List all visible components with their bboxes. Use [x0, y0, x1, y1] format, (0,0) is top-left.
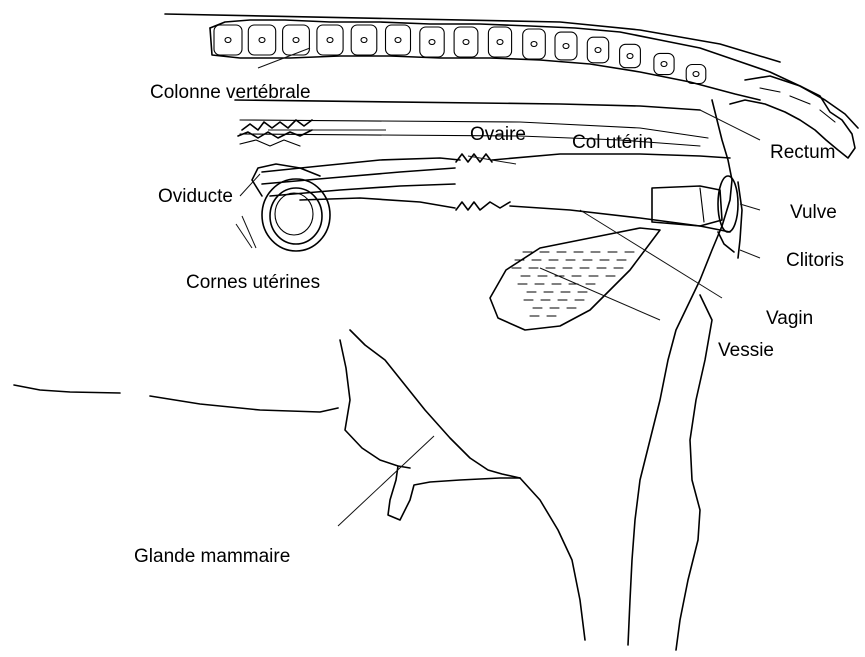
vertebra: [488, 27, 511, 57]
vertebra-canal: [531, 42, 537, 47]
vertebra: [283, 25, 310, 55]
vertebra: [420, 27, 444, 57]
vertebra-canal: [259, 38, 265, 43]
label-col-uterin: Col utérin: [572, 132, 653, 153]
vertebra-canal: [225, 38, 231, 43]
label-cornes-uterines: Cornes utérines: [186, 272, 320, 293]
vertebra: [248, 25, 275, 55]
vertebra: [523, 29, 546, 59]
label-ovaire: Ovaire: [470, 124, 526, 145]
vertebra: [214, 25, 242, 55]
vertebra: [386, 25, 411, 55]
vertebra-canal: [463, 40, 469, 45]
vertebra-canal: [693, 72, 699, 77]
vertebra-canal: [661, 62, 667, 67]
vertebra-canal: [327, 38, 333, 43]
vertebra: [654, 53, 674, 74]
vertebra-canal: [595, 48, 601, 53]
vertebra-canal: [497, 40, 503, 45]
vertebra-canal: [563, 44, 569, 49]
label-vulve: Vulve: [790, 202, 837, 223]
vertebra: [317, 25, 343, 55]
vertebra-canal: [361, 38, 367, 43]
label-rectum: Rectum: [770, 142, 835, 163]
label-glande-mammaire: Glande mammaire: [134, 546, 290, 567]
body-outline: [14, 100, 732, 650]
label-oviducte: Oviducte: [158, 186, 233, 207]
vertebra: [620, 44, 641, 67]
label-colonne-vertebrale: Colonne vertébrale: [150, 82, 311, 103]
label-clitoris: Clitoris: [786, 250, 844, 271]
vertebra-canal: [627, 54, 633, 59]
vertebra: [555, 32, 577, 60]
vertebra: [587, 37, 608, 63]
vertebra-canal: [293, 38, 299, 43]
label-vessie: Vessie: [718, 340, 774, 361]
vertebra: [686, 65, 706, 84]
vertebra-canal: [395, 38, 401, 43]
labels: Colonne vertébrale Rectum Ovaire Col uté…: [134, 82, 844, 567]
reproductive-tract: [238, 120, 742, 330]
vertebra: [454, 27, 478, 57]
label-vagin: Vagin: [766, 308, 813, 329]
vertebra-canal: [429, 40, 435, 45]
vertebra: [351, 25, 377, 55]
